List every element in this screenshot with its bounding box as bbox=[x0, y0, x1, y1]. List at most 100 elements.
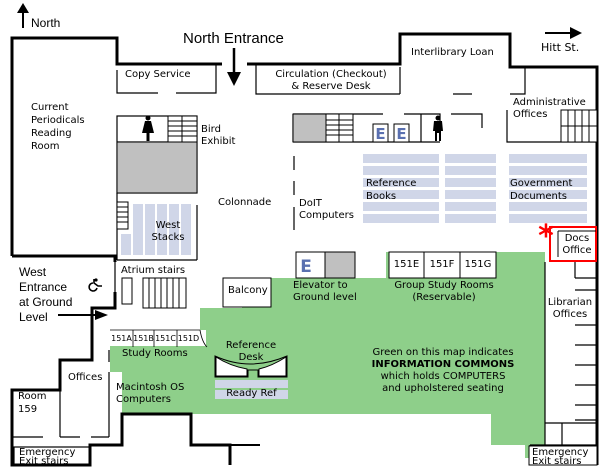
doit-line: DoIT bbox=[299, 198, 322, 209]
offices-label[interactable]: Offices bbox=[68, 372, 103, 383]
doit-computers-label[interactable]: DoIT Computers bbox=[299, 198, 354, 222]
mac-line: Computers bbox=[116, 394, 171, 405]
circulation-line1: Circulation (Checkout) bbox=[275, 69, 387, 80]
elevator-line: Ground level bbox=[293, 292, 357, 303]
west-stacks-line: West bbox=[155, 220, 181, 231]
atrium-stairs-label: Atrium stairs bbox=[121, 265, 186, 276]
svg-text:E: E bbox=[375, 125, 385, 143]
admin-line: Offices bbox=[513, 109, 548, 120]
atrium-stairs-icon[interactable] bbox=[121, 277, 187, 309]
west-stacks-shelves bbox=[121, 204, 191, 255]
legend-line3: which holds COMPUTERS bbox=[380, 371, 506, 382]
room-151f-label: 151F bbox=[429, 259, 455, 270]
bird-line: Bird bbox=[201, 124, 221, 135]
shelf-row bbox=[509, 190, 587, 199]
government-documents-label[interactable]: Government Documents bbox=[510, 177, 572, 203]
gov-docs-line: Documents bbox=[510, 191, 568, 202]
periodicals-line: Periodicals bbox=[31, 115, 85, 126]
group-study-rooms-label: Group Study Rooms (Reservable) bbox=[388, 280, 500, 304]
emergency-line: Exit stairs bbox=[532, 456, 582, 467]
emergency-line: Emergency bbox=[532, 447, 589, 458]
colonnade-label: Colonnade bbox=[218, 197, 272, 208]
emergency-line: Emergency bbox=[19, 447, 76, 458]
shelf-row bbox=[509, 154, 587, 163]
docs-office-label[interactable]: Docs Office bbox=[558, 233, 596, 257]
shelf-row bbox=[445, 154, 496, 163]
balcony-box[interactable] bbox=[222, 277, 272, 308]
shelf-row bbox=[363, 202, 439, 211]
gov-docs-line: Government bbox=[510, 178, 573, 189]
periodicals-room-label[interactable]: Current Periodicals Reading Room bbox=[31, 101, 85, 153]
librarian-line: Librarian bbox=[547, 297, 593, 308]
circulation-desk-label[interactable]: Circulation (Checkout) & Reserve Desk bbox=[262, 69, 400, 93]
west-entrance-line: Entrance bbox=[19, 280, 68, 294]
ready-ref-label: Ready Ref bbox=[226, 388, 277, 399]
svg-text:E: E bbox=[396, 125, 406, 143]
west-entrance-line: Level bbox=[19, 310, 48, 324]
room-151b-label: 151B bbox=[133, 334, 154, 343]
librarian-offices-label[interactable]: Librarian Offices bbox=[545, 297, 595, 321]
ref-books-line: Reference bbox=[366, 178, 417, 189]
shelf-row bbox=[445, 214, 496, 223]
shelf-row bbox=[509, 178, 587, 187]
shelf-row bbox=[363, 166, 439, 175]
group-study-rooms[interactable] bbox=[388, 251, 497, 279]
room-159-line: Room bbox=[18, 391, 47, 402]
hitt-st-arrow-icon bbox=[545, 27, 582, 39]
copy-service-label[interactable]: Copy Service bbox=[125, 69, 191, 80]
west-entrance-label: West Entrance at Ground Level bbox=[19, 265, 72, 325]
elevator-label: Elevator to Ground level bbox=[293, 280, 357, 304]
west-stacks-label[interactable]: West Stacks bbox=[143, 220, 193, 244]
womens-restroom-icon bbox=[142, 115, 154, 141]
mens-restroom-icon bbox=[433, 115, 443, 141]
periodicals-line: Reading bbox=[31, 128, 72, 139]
west-entrance-line: West bbox=[19, 265, 47, 279]
shelf-row bbox=[445, 178, 496, 187]
group-study-line: (Reservable) bbox=[412, 292, 476, 303]
docs-office-line: Docs bbox=[564, 233, 590, 244]
ref-desk-line: Desk bbox=[238, 352, 264, 363]
circulation-line2: & Reserve Desk bbox=[291, 81, 371, 92]
periodicals-line: Current bbox=[31, 102, 69, 113]
docs-office-highlight[interactable] bbox=[549, 226, 597, 262]
room-151c-label: 151C bbox=[155, 334, 176, 343]
information-commons-area[interactable] bbox=[110, 252, 545, 458]
emergency-line: Exit stairs bbox=[19, 456, 69, 467]
interlibrary-loan-label[interactable]: Interlibrary Loan bbox=[411, 47, 494, 58]
group-study-line: Group Study Rooms bbox=[394, 280, 494, 291]
administrative-offices-label[interactable]: Administrative Offices bbox=[513, 97, 586, 121]
room-159-label[interactable]: Room 159 bbox=[18, 390, 46, 416]
asterisk-marker-icon: * bbox=[538, 219, 554, 254]
legend-line2: INFORMATION COMMONS bbox=[371, 359, 515, 370]
bird-exhibit-label[interactable]: Bird Exhibit bbox=[201, 124, 235, 148]
shelf-row bbox=[363, 154, 439, 163]
room-151g-label: 151G bbox=[464, 259, 492, 270]
shelf-row bbox=[445, 202, 496, 211]
study-rooms-boxes[interactable] bbox=[110, 329, 208, 348]
west-entrance-line: at Ground bbox=[19, 295, 73, 309]
reference-desk-icon[interactable] bbox=[214, 355, 288, 378]
mac-computers-label[interactable]: Macintosh OS Computers bbox=[116, 382, 184, 406]
stairs-icon bbox=[116, 201, 129, 230]
north-entrance-arrow-icon bbox=[227, 48, 241, 86]
study-rooms-label: Study Rooms bbox=[122, 348, 188, 359]
hitt-st-label: Hitt St. bbox=[541, 41, 580, 54]
reference-books-label[interactable]: Reference Books bbox=[366, 177, 416, 203]
svg-text:E: E bbox=[300, 257, 312, 277]
doit-line: Computers bbox=[299, 210, 354, 221]
shelf-row bbox=[509, 166, 587, 175]
svg-text:*: * bbox=[538, 219, 554, 254]
shelf-row bbox=[509, 202, 587, 211]
shelf-row bbox=[445, 166, 496, 175]
stairs-icon bbox=[167, 115, 198, 143]
shelf-row bbox=[445, 190, 496, 199]
admin-line: Administrative bbox=[513, 97, 586, 108]
elevator-ground-icon[interactable]: E bbox=[295, 251, 326, 279]
shelf-row bbox=[509, 214, 587, 223]
north-arrow-icon bbox=[17, 3, 29, 28]
reference-desk-label: Reference Desk bbox=[218, 340, 284, 364]
periodicals-line: Room bbox=[31, 141, 60, 152]
mac-line: Macintosh OS bbox=[116, 382, 185, 393]
bird-line: Exhibit bbox=[201, 136, 236, 147]
